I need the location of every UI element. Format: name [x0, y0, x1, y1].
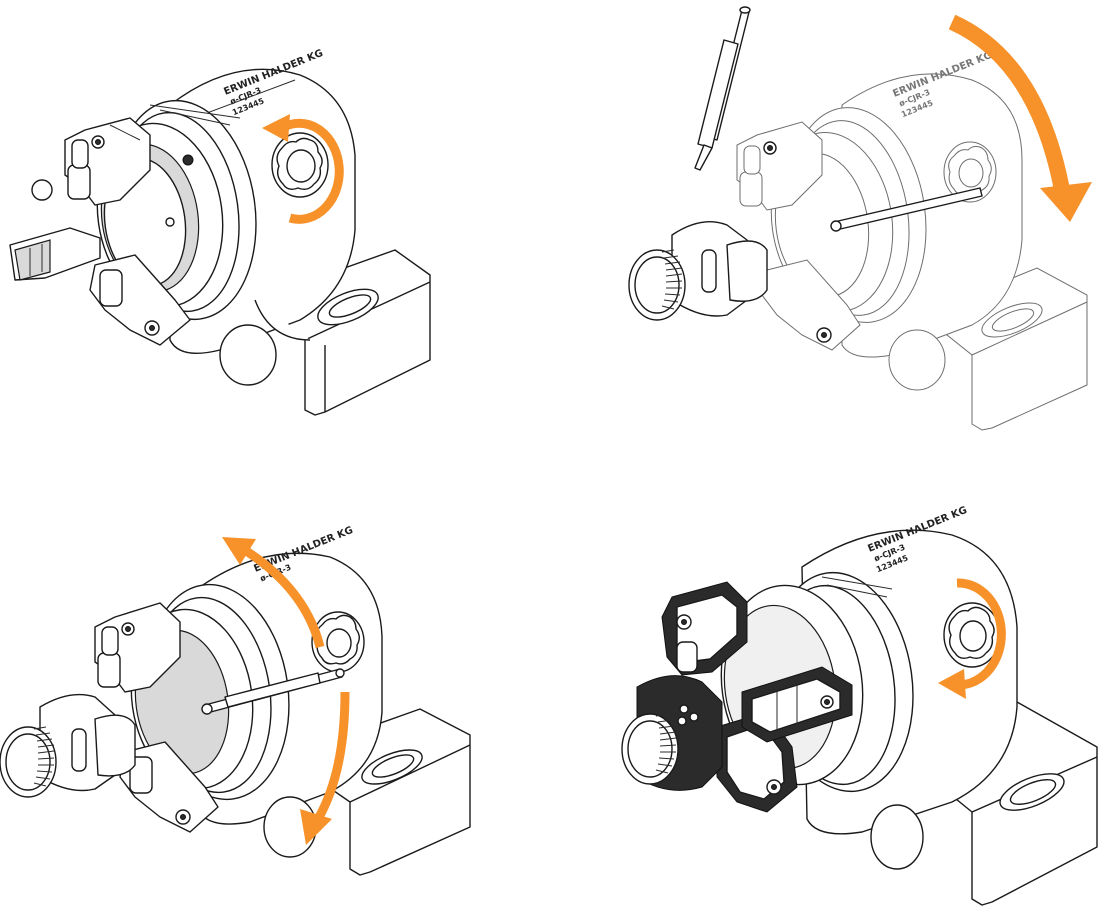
- chuck-jaw-bottom: [119, 741, 219, 833]
- rotation-arrow-ccw: [262, 114, 344, 224]
- chuck-jaw-top: [661, 581, 748, 676]
- adjusting-knob: [943, 141, 997, 203]
- chuck-jaw-top: [94, 602, 181, 693]
- t-handle-key: [694, 6, 983, 232]
- swing-arrow-double: [222, 537, 350, 845]
- chuck-jaw-side: [741, 666, 853, 743]
- chuck-jaw-bottom: [89, 254, 191, 346]
- threaded-workpiece: [0, 693, 136, 798]
- adjusting-knob: [311, 611, 365, 673]
- chuck-illustration-step-3: ERWIN HALDER KG ø-CJR-3: [0, 525, 471, 876]
- panel-step-1: ERWIN HALDER KG ø-CJR-3 123445: [0, 0, 551, 457]
- chuck-jaw-side: [9, 179, 101, 281]
- panel-step-4: ERWIN HALDER KG ø-CJR-3 123445: [552, 457, 1103, 914]
- chuck-illustration-step-4: ERWIN HALDER KG ø-CJR-3 123445: [621, 505, 1098, 906]
- rotation-arrow-cw: [938, 578, 1006, 699]
- chuck-jaw-top: [64, 117, 151, 206]
- threaded-workpiece: [628, 221, 768, 321]
- threaded-workpiece: [621, 675, 723, 791]
- chuck-jaw-top: [736, 121, 823, 211]
- t-handle-key: [201, 668, 345, 715]
- chuck-jaw-bottom: [761, 259, 861, 351]
- adjusting-knob: [271, 132, 329, 198]
- chuck-illustration-step-1: ERWIN HALDER KG ø-CJR-3 123445: [9, 48, 431, 416]
- panel-step-2: ERWIN HALDER KG ø-CJR-3 123445: [552, 0, 1103, 457]
- panel-step-3: ERWIN HALDER KG ø-CJR-3: [0, 457, 551, 914]
- swing-arrow-down: [948, 14, 1092, 222]
- adjusting-knob: [943, 602, 1001, 668]
- chuck-illustration-step-2: ERWIN HALDER KG ø-CJR-3 123445: [628, 6, 1092, 431]
